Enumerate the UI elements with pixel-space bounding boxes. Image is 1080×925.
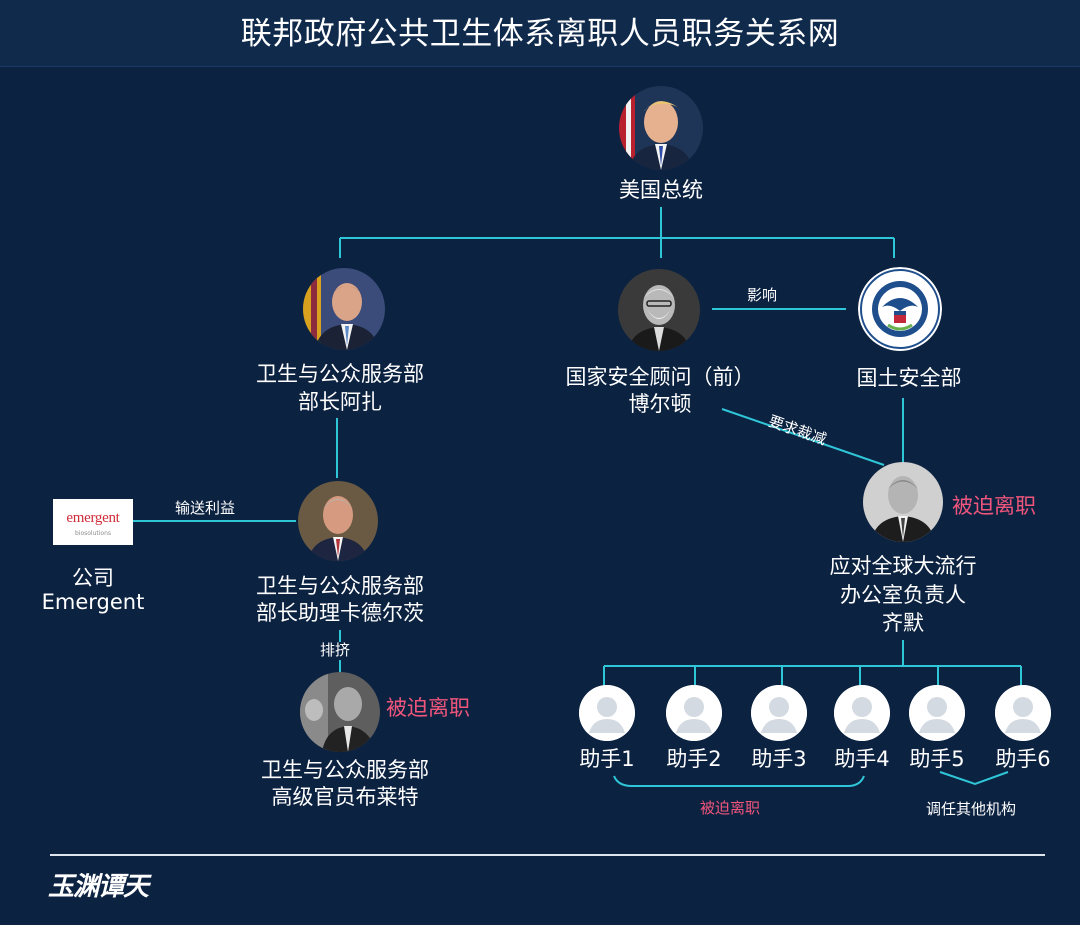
emergent-logo: emergent biosolutions xyxy=(53,499,133,545)
secretary-avatar xyxy=(303,268,385,350)
bright-status-badge: 被迫离职 xyxy=(386,696,470,720)
dhs-label: 国土安全部 xyxy=(856,366,962,390)
bright-avatar xyxy=(300,672,380,752)
assistant-avatar-2 xyxy=(666,685,722,741)
emergent-label-line2: Emergent xyxy=(41,590,145,614)
person-placeholder-icon xyxy=(909,685,965,741)
bright-label-line2: 高级官员布莱特 xyxy=(271,785,419,809)
person-placeholder-icon xyxy=(834,685,890,741)
assistant-avatar-3 xyxy=(751,685,807,741)
emergent-logo-word: emergent xyxy=(66,510,120,526)
assistant-label-6: 助手6 xyxy=(995,747,1051,771)
ziemer-avatar xyxy=(863,462,943,542)
nsa-label-line2: 博尔顿 xyxy=(628,392,692,416)
assistant-label-1: 助手1 xyxy=(579,747,635,771)
assistant-avatar-6 xyxy=(995,685,1051,741)
bright-label-line1: 卫生与公众服务部 xyxy=(261,758,429,782)
ziemer-label-line1: 应对全球大流行 xyxy=(829,554,977,578)
secretary-label-line2: 部长阿扎 xyxy=(298,390,382,414)
ziemer-label-line2: 办公室负责人 xyxy=(840,583,966,607)
assistant-avatar-5 xyxy=(909,685,965,741)
edge-label-benefit-transfer: 输送利益 xyxy=(175,499,236,517)
assistant-secretary-avatar xyxy=(298,481,378,561)
title-bar: 联邦政府公共卫生体系离职人员职务关系网 xyxy=(0,0,1080,67)
edge-label-influence: 影响 xyxy=(747,286,778,304)
group-label-forced: 被迫离职 xyxy=(700,799,761,817)
signature-logo: 玉渊谭天 xyxy=(48,872,149,902)
nsa-avatar xyxy=(618,269,700,351)
person-placeholder-icon xyxy=(579,685,635,741)
president-label: 美国总统 xyxy=(619,178,703,202)
assistant-secretary-label-line1: 卫生与公众服务部 xyxy=(256,574,424,598)
assistant-label-5: 助手5 xyxy=(909,747,965,771)
secretary-label-line1: 卫生与公众服务部 xyxy=(256,362,424,386)
person-placeholder-icon xyxy=(995,685,1051,741)
assistant-secretary-label-line2: 部长助理卡德尔茨 xyxy=(256,601,424,625)
assistant-label-3: 助手3 xyxy=(751,747,807,771)
ziemer-status-badge: 被迫离职 xyxy=(952,494,1036,518)
nsa-label-line1: 国家安全顾问（前） xyxy=(565,365,755,389)
emergent-logo-sub: biosolutions xyxy=(74,530,112,537)
president-avatar xyxy=(619,86,703,170)
assistant-label-4: 助手4 xyxy=(834,747,890,771)
person-placeholder-icon xyxy=(666,685,722,741)
edge-label-squeeze-out: 排挤 xyxy=(320,641,351,659)
ziemer-label-line3: 齐默 xyxy=(882,611,924,635)
assistant-label-2: 助手2 xyxy=(666,747,722,771)
person-placeholder-icon xyxy=(751,685,807,741)
assistant-avatar-4 xyxy=(834,685,890,741)
dhs-seal xyxy=(858,267,942,351)
group-label-transferred: 调任其他机构 xyxy=(926,800,1017,818)
assistant-avatar-1 xyxy=(579,685,635,741)
emergent-label-line1: 公司 xyxy=(72,566,114,590)
page-title: 联邦政府公共卫生体系离职人员职务关系网 xyxy=(240,16,840,52)
